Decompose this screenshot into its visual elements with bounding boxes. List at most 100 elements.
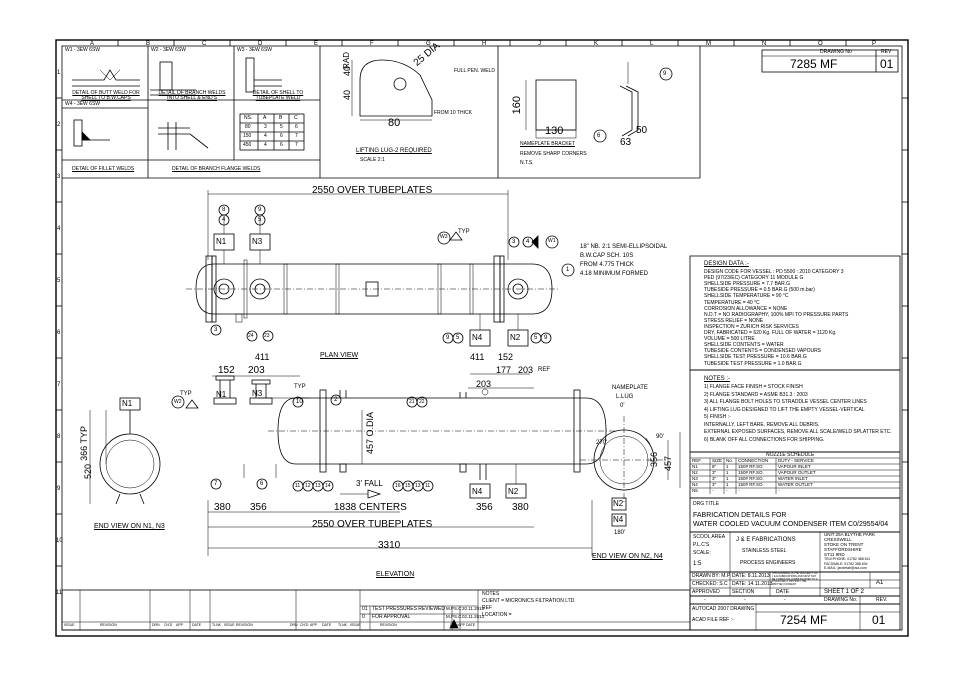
w1-head: W1 - 3EW 6SW (65, 47, 101, 53)
np-dim-63: 63 (620, 137, 632, 148)
weld-w2-elev: W2 (174, 399, 182, 405)
nozzle-schedule-cell: - (712, 488, 714, 493)
phone-line: FACSIMILE: 01782 388 604 (824, 561, 868, 566)
note-line: EXTERNAL EXPOSED SURFACES, REMOVE ALL SC… (704, 429, 892, 435)
grid-col-d: D (258, 41, 263, 47)
balloon-9b: 9 (446, 335, 450, 341)
llug-label: L.LUG (616, 394, 634, 400)
balloon-2: 2 (334, 397, 338, 403)
elev-203b: 203 (518, 365, 534, 375)
revision-header: TLNK (338, 623, 347, 627)
ns-r0c0: 80 (245, 124, 251, 130)
nozzle-schedule-header: SIZE (712, 458, 723, 463)
paper-size: A1 (876, 580, 884, 586)
design-data-line: SHELLSIDE CONTENTS = WATER (704, 342, 784, 349)
revision-date: 02.11.2013 (462, 614, 485, 619)
nozzle-schedule-cell: 1 (726, 464, 729, 469)
plan-view-label: PLAN VIEW (320, 352, 359, 359)
nozzle-schedule-cell: - (738, 488, 740, 493)
dash-2: - (744, 597, 746, 603)
np-dim-130: 130 (545, 125, 564, 137)
nozzle-schedule-cell: 3" (712, 476, 717, 481)
deg-0: 0' (620, 403, 625, 409)
detail-branch-flange: DETAIL OF BRANCH FLANGE WELDS (172, 166, 261, 172)
grid-row-9: 9 (57, 486, 61, 492)
grid-col-m: M (706, 41, 711, 47)
nozzle-schedule-cell: N2 (692, 470, 698, 475)
deg-90: 90' (656, 434, 664, 440)
ns-r2c0: 450 (243, 142, 252, 148)
nozzle-schedule-header: DUTY - SERVICE (778, 458, 814, 463)
elevation-label: ELEVATION (376, 571, 415, 578)
address-line: ST11 9RD (824, 552, 845, 557)
design-data-line: DESIGN CODE FOR VESSEL : PD 5500 : 2010 … (704, 269, 844, 275)
balloon-24: 24 (248, 333, 254, 339)
ns-table-h1: A (263, 115, 267, 121)
grid-col-l: L (650, 41, 654, 47)
grid-col-a: A (90, 41, 95, 47)
nameplate-label: NAMEPLATE (612, 385, 648, 391)
lug-dim-80: 80 (388, 117, 401, 129)
nozzle-n2-elev: N2 (508, 487, 519, 496)
revision-header: DATE (192, 623, 202, 627)
balloon-14: 14 (325, 483, 331, 489)
end-356c: 356 (649, 452, 659, 468)
grid-col-e: E (314, 41, 319, 47)
lug-full-pen: FULL PEN. WELD (454, 68, 495, 74)
design-data-line: INSPECTION = ZURICH RISK SERVICES (704, 323, 799, 330)
revision-chk: S.C (454, 614, 462, 619)
revision-header: APP (310, 623, 318, 627)
elev-177: 177 (496, 365, 512, 375)
np-nts: N.T.S. (520, 160, 534, 166)
deg-270: 270' (596, 440, 608, 446)
elev-fall: 3' FALL (356, 479, 383, 488)
elev-1838: 1838 CENTERS (334, 502, 407, 513)
grid-row-6: 6 (57, 330, 61, 336)
dash-3: - (784, 597, 786, 603)
grid-row-3: 3 (57, 174, 61, 180)
revision-header: ISSUE (224, 623, 235, 627)
grid-row-1: 1 (57, 70, 61, 76)
nozzle-schedule-header: REF. (692, 458, 702, 463)
elev-152a: 152 (218, 365, 235, 376)
ns-r1c2: 6 (280, 133, 283, 139)
balloon-10: 10 (296, 399, 303, 405)
lug-dim-40b: 40 (342, 90, 352, 101)
balloon-5c: 5 (534, 335, 538, 341)
rev-label: REV (881, 49, 892, 55)
elev-356b: 356 (476, 502, 493, 513)
w3-head: W3 - 3EW 6SW (237, 47, 273, 53)
nozzle-schedule-cell: N5 (692, 488, 698, 493)
note-line: 6) BLANK OFF ALL CONNECTIONS FOR SHIPPIN… (704, 436, 825, 443)
nozzle-schedule-cell: 150# RF.SO. (738, 476, 764, 481)
grid-col-o: O (818, 41, 823, 47)
nozzle-n4-end: N4 (613, 515, 624, 524)
note-line: 2) FLANGE STANDARD = ASME B31.3 : 2003 (704, 391, 808, 398)
design-data-line: TUBESIDE PRESSURE = 0.5 BAR.G (500 m.bar… (704, 287, 815, 294)
date-label: DATE (776, 589, 789, 595)
typ-elev: TYP (180, 391, 192, 397)
model-label: SCOOL AREA (693, 534, 726, 540)
w2-head: W2 - 3EW 6SW (151, 47, 187, 53)
lug-from-thick: FROM 10 THICK (434, 110, 472, 116)
nozzle-n1-plan: N1 (216, 237, 227, 246)
balloon-np-9: 9 (663, 71, 667, 77)
ns-table-h2: B (279, 115, 283, 121)
nozzle-schedule-cell: VAPOUR INLET (778, 464, 811, 469)
drawing-no-top: 7285 MF (790, 57, 838, 71)
design-data-line: TUBESIDE TEST PRESSURE = 1.0 BAR.G (704, 360, 802, 367)
checked-date: DATE: 14.11.2013 (732, 581, 773, 587)
detail-shell-tubeplate: DETAIL OF SHELL TO TUBEPLATE WELD (252, 90, 304, 101)
note-line: INTERNALLY, LEFT BARE, REMOVE ALL DEBRIS… (704, 421, 820, 428)
ns-r1c3: 7 (295, 133, 298, 139)
balloon-np-6: 6 (597, 133, 601, 139)
nozzle-schedule-cell: 1 (726, 476, 729, 481)
engineers: PROCESS ENGINEERS (740, 560, 796, 566)
nozzle-schedule-header: CONNECTION (738, 458, 769, 463)
revision-header: DATE (466, 623, 476, 627)
elev-380b: 380 (512, 502, 529, 513)
lug-rad: RAD (342, 52, 351, 69)
nozzle-schedule-cell: - (726, 488, 728, 493)
